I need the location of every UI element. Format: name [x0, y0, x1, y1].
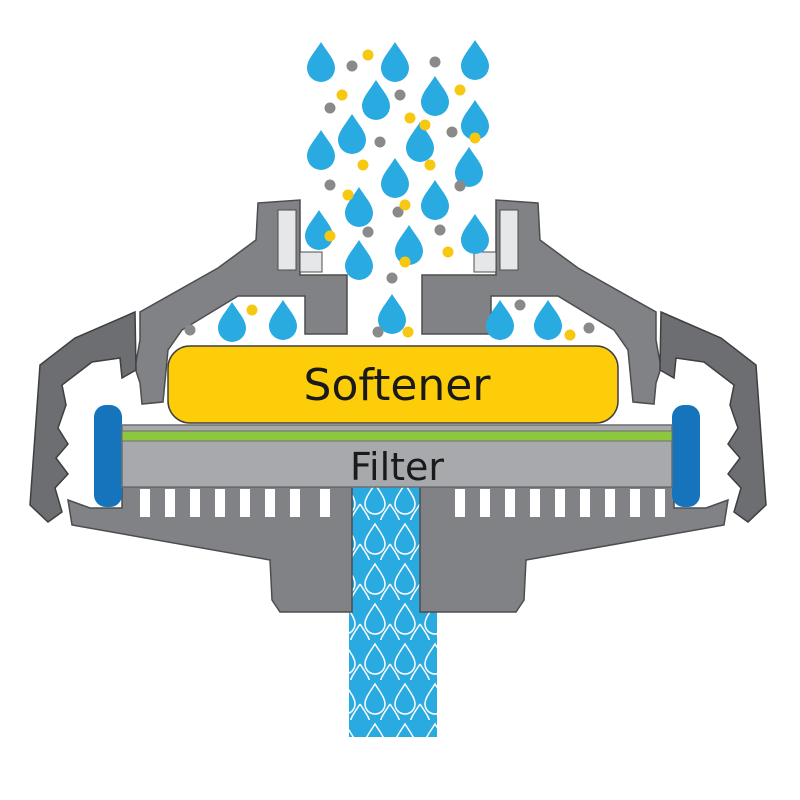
softener-body: [167, 345, 619, 424]
sediment-particle: [324, 102, 336, 114]
water-droplet: [305, 210, 333, 250]
water-droplet: [395, 225, 423, 265]
fin-gap: [655, 489, 665, 517]
water-droplet: [381, 158, 409, 198]
mineral-particle: [399, 256, 411, 268]
mineral-particle: [564, 329, 576, 341]
mineral-particle: [399, 199, 411, 211]
filter-stripe: [121, 430, 673, 442]
water-droplet: [421, 180, 449, 220]
sediment-particle: [374, 136, 386, 148]
mineral-particle: [442, 246, 454, 258]
fin-gap: [140, 489, 150, 517]
sediment-particle: [583, 322, 595, 334]
incoming-water-and-particles: [184, 40, 595, 342]
sediment-particle: [372, 326, 384, 338]
mineral-particle: [324, 230, 336, 242]
water-droplet: [461, 100, 489, 140]
water-droplet: [269, 300, 297, 340]
water-droplet: [455, 147, 483, 187]
outer-skirt: [29, 310, 767, 523]
mineral-particle: [342, 189, 354, 201]
fin-gap: [215, 489, 225, 517]
sediment-particle: [184, 324, 196, 336]
water-droplet: [534, 300, 562, 340]
water-droplet: [486, 300, 514, 340]
mineral-particle: [424, 159, 436, 171]
fin-gap: [605, 489, 615, 517]
softener-label: Softener: [304, 360, 492, 411]
mineral-particle: [454, 84, 466, 96]
bottom-housing: [67, 486, 729, 613]
filter-label: Filter: [350, 445, 444, 489]
water-droplet: [307, 130, 335, 170]
fin-gap: [580, 489, 590, 517]
fin-gap: [190, 489, 200, 517]
fin-gap: [630, 489, 640, 517]
bottom-fins: [140, 489, 665, 517]
fin-gap: [505, 489, 515, 517]
mineral-particle: [336, 89, 348, 101]
left-seal: [94, 405, 122, 507]
water-droplet: [461, 214, 489, 254]
water-droplet: [345, 240, 373, 280]
sediment-particle: [514, 299, 526, 311]
fin-gap: [240, 489, 250, 517]
sediment-particle: [386, 272, 398, 284]
fin-gap: [480, 489, 490, 517]
sediment-particle: [346, 60, 358, 72]
top-cap-right: [421, 199, 662, 405]
fin-gap: [290, 489, 300, 517]
water-droplet: [406, 122, 434, 162]
sediment-particle: [434, 224, 446, 236]
filter-layer: Filter: [121, 424, 673, 489]
sediment-particle: [446, 126, 458, 138]
fin-gap: [265, 489, 275, 517]
sediment-particle: [392, 206, 404, 218]
water-droplet: [381, 42, 409, 82]
water-droplet: [378, 294, 406, 334]
water-droplet: [421, 76, 449, 116]
sediment-particle: [324, 179, 336, 191]
mineral-particle: [246, 304, 258, 316]
mineral-particle: [419, 119, 431, 131]
neck-inserts: [277, 209, 519, 273]
mineral-particle: [404, 112, 416, 124]
water-droplet: [345, 187, 373, 227]
sediment-particle: [454, 180, 466, 192]
fin-gap: [165, 489, 175, 517]
water-droplet: [338, 114, 366, 154]
sediment-particle: [394, 89, 406, 101]
mineral-particle: [362, 49, 374, 61]
sediment-particle: [362, 226, 374, 238]
water-droplet: [362, 80, 390, 120]
mineral-particle: [402, 326, 414, 338]
sediment-particle: [429, 56, 441, 68]
fin-gap: [530, 489, 540, 517]
water-droplet: [461, 40, 489, 80]
fin-gap: [555, 489, 565, 517]
fin-gap: [320, 489, 330, 517]
right-seal: [672, 405, 700, 507]
softener-layer: Softener: [167, 345, 619, 424]
mineral-particle: [469, 132, 481, 144]
water-droplet: [307, 42, 335, 82]
fin-gap: [455, 489, 465, 517]
mineral-particle: [357, 159, 369, 171]
water-droplet: [218, 302, 246, 342]
